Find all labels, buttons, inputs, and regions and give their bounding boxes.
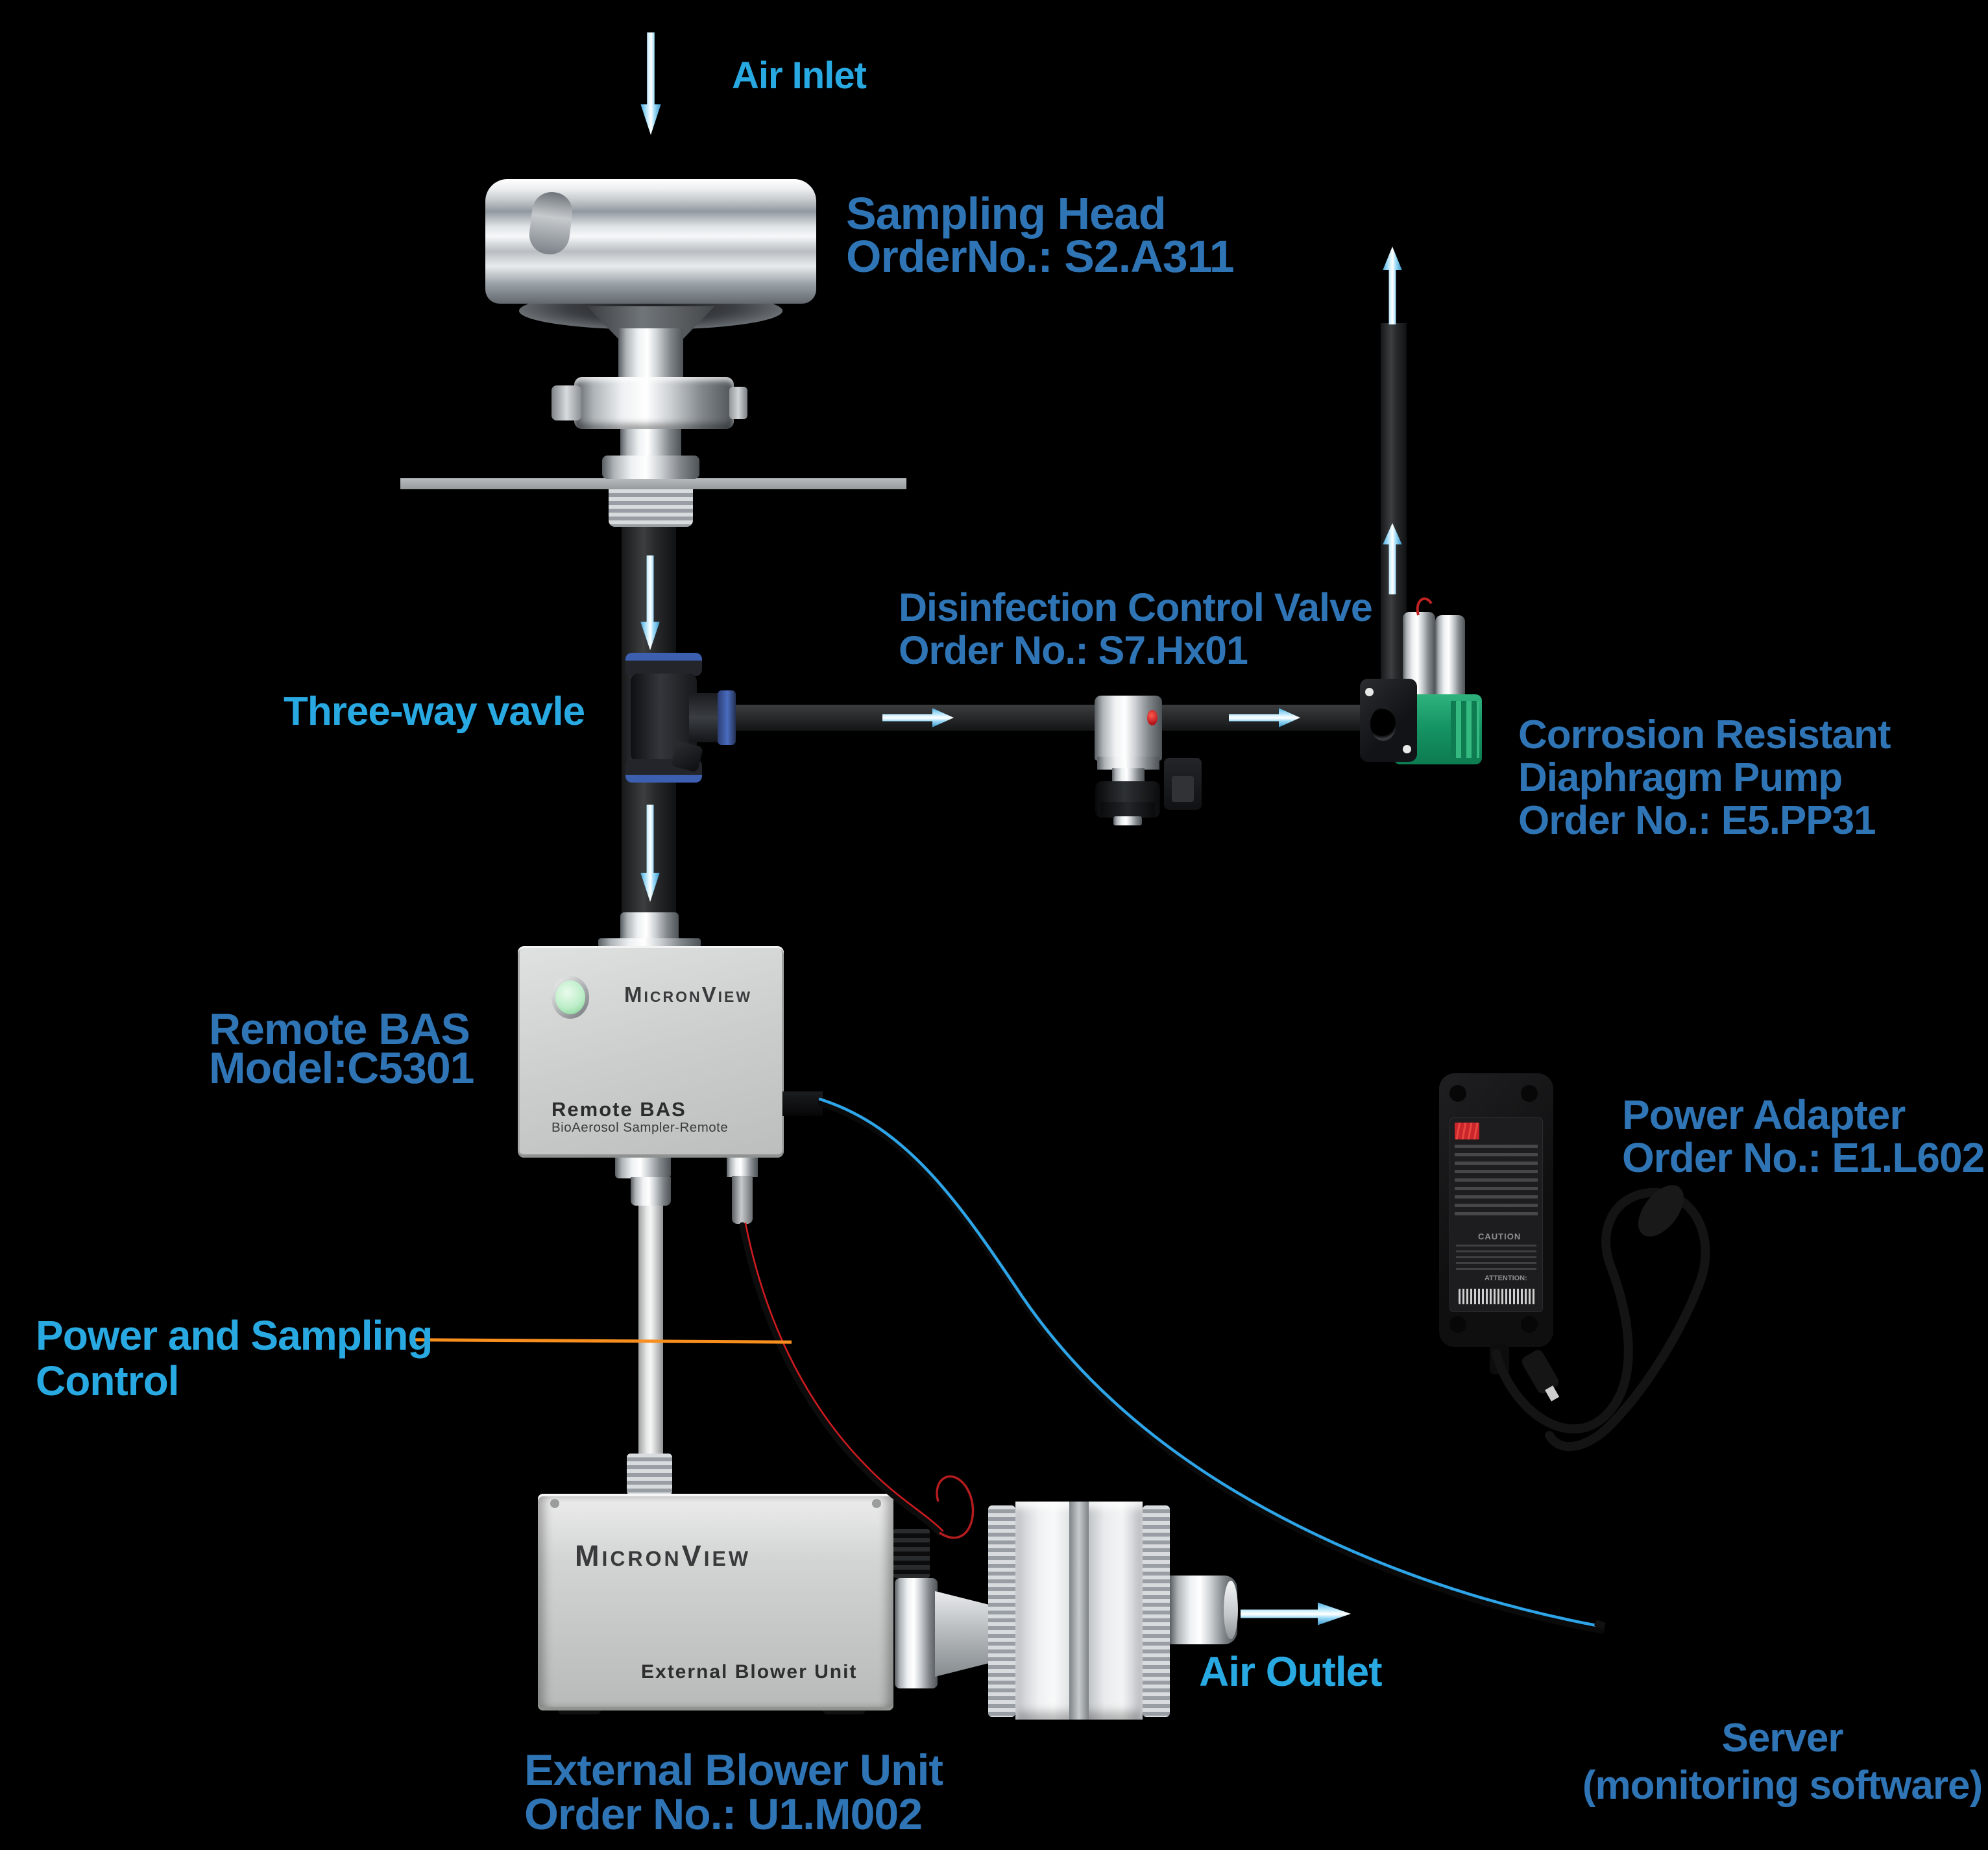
remote-bas-label-line1: Remote BAS [209, 1004, 470, 1054]
blower-brand-logo: MicronView [575, 1539, 751, 1572]
blower-screw-tr [872, 1499, 881, 1508]
power-adapter-label-line2: Order No.: E1.L602 [1622, 1134, 1985, 1181]
remote-bas-label-line2: Model:C5301 [209, 1043, 474, 1093]
blower-tube [638, 1203, 663, 1457]
bas-bottom-right-port [727, 1158, 758, 1177]
air-outlet-arrow-icon [1241, 1602, 1351, 1625]
adapter-attention-text: ATTENTION: [1485, 1274, 1527, 1282]
adapter-plug [1521, 1350, 1559, 1394]
three-way-valve-top-cap [625, 653, 702, 676]
exhaust-pipe-vertical [1381, 323, 1407, 720]
bas-led [555, 980, 585, 1014]
server-label-line1: Server [1721, 1716, 1843, 1760]
blower-inlet-fitting [627, 1454, 672, 1495]
adapter-caution-lines [1456, 1245, 1536, 1271]
exhaust-arrow-top-icon [1383, 247, 1402, 324]
air-inlet-label: Air Inlet [732, 55, 867, 97]
power-sampling-label-line1: Power and Sampling [36, 1312, 433, 1359]
adapter-logo [1455, 1123, 1479, 1139]
pump-screw-2 [1403, 745, 1411, 753]
blower-connector [893, 1529, 930, 1578]
power-sampling-label-line2: Control [36, 1357, 179, 1404]
power-cable-loop [936, 1475, 975, 1539]
power-sampling-callout-line [415, 1338, 792, 1344]
solenoid-valve-indicator [1147, 710, 1158, 725]
solenoid-connector-face [1172, 776, 1194, 802]
bas-subtitle: BioAerosol Sampler-Remote [552, 1120, 729, 1135]
diaphragm-pump-label-line2: Diaphragm Pump [1518, 755, 1843, 800]
solenoid-valve-ring [1097, 757, 1159, 770]
adapter-foot-4 [1521, 1316, 1538, 1333]
blower-outlet-cone [935, 1591, 989, 1677]
adapter-cord-ferrite [1638, 1185, 1684, 1237]
pump-green-slots [1451, 701, 1479, 758]
pump-screw-1 [1365, 688, 1374, 696]
server-label-line2: (monitoring software) [1582, 1763, 1983, 1808]
power-adapter-label-line1: Power Adapter [1622, 1091, 1906, 1138]
bas-brand-logo: MicronView [624, 982, 753, 1006]
air-outlet-label: Air Outlet [1199, 1648, 1383, 1695]
adapter-plug-tip [1545, 1385, 1560, 1402]
filter-flange-right [1143, 1505, 1170, 1717]
air-inlet-arrow-icon [640, 32, 661, 135]
power-cable-black [739, 1222, 943, 1536]
three-way-valve-right-port [689, 693, 723, 742]
bas-bottom-left-fitting [631, 1177, 671, 1206]
pump-cylinder-right [1435, 615, 1465, 703]
adapter-caution-text: CAUTION [1478, 1232, 1521, 1241]
filter-outlet-cap [1224, 1581, 1238, 1639]
disinfection-valve-label-line1: Disinfection Control Valve [899, 585, 1373, 629]
adapter-strain-relief [1490, 1345, 1509, 1374]
server-label: Server (monitoring software) [1577, 1714, 1988, 1809]
bas-title: Remote BAS [552, 1098, 686, 1121]
diaphragm-pump-label-line3: Order No.: E5.PP31 [1518, 798, 1876, 843]
external-blower-label-line1: External Blower Unit [524, 1746, 943, 1795]
three-way-valve-label: Three-way vavle [284, 689, 585, 734]
blower-title: External Blower Unit [641, 1661, 858, 1683]
blower-screw-tl [550, 1499, 559, 1508]
diaphragm-pump-label-line1: Corrosion Resistant [1518, 712, 1891, 757]
disinfection-valve-label-line2: Order No.: S7.Hx01 [899, 628, 1248, 672]
external-blower-label-line2: Order No.: U1.M002 [524, 1790, 923, 1839]
power-cable-red [744, 1222, 944, 1532]
adapter-foot-1 [1449, 1085, 1466, 1102]
ceiling-plate [400, 478, 906, 489]
filter-center-seam [1069, 1502, 1089, 1720]
adapter-foot-2 [1521, 1085, 1538, 1102]
filter-flange-left [988, 1505, 1015, 1717]
bas-ethernet-port [782, 1091, 823, 1116]
tri-clamp-wingnut [552, 385, 581, 420]
solenoid-valve-cylinder [1095, 696, 1162, 761]
adapter-barcode [1459, 1289, 1535, 1304]
plate-flange-top [602, 456, 699, 479]
server-cable-tip [1594, 1620, 1606, 1629]
sampling-head-label-line2: OrderNo.: S2.A311 [846, 231, 1235, 282]
three-way-valve-right-cap [718, 690, 736, 745]
bas-bottom-left-port [615, 1158, 671, 1178]
tri-clamp-bolt [729, 387, 747, 419]
tri-clamp [574, 377, 734, 429]
solenoid-bottom-nut [1113, 816, 1142, 825]
solenoid-valve-neck [1112, 768, 1145, 783]
solenoid-coil-lower [1100, 802, 1155, 818]
adapter-foot-3 [1449, 1316, 1466, 1333]
bas-inlet-flange [598, 938, 701, 947]
adapter-label-textlines [1455, 1145, 1538, 1216]
plate-fitting-bottom [609, 489, 693, 527]
pump-head-port [1370, 707, 1396, 741]
sampling-head-label-line1: Sampling Head [846, 188, 1167, 239]
bas-bottom-right-probe [732, 1176, 753, 1224]
blower-outlet-collar [895, 1578, 938, 1688]
